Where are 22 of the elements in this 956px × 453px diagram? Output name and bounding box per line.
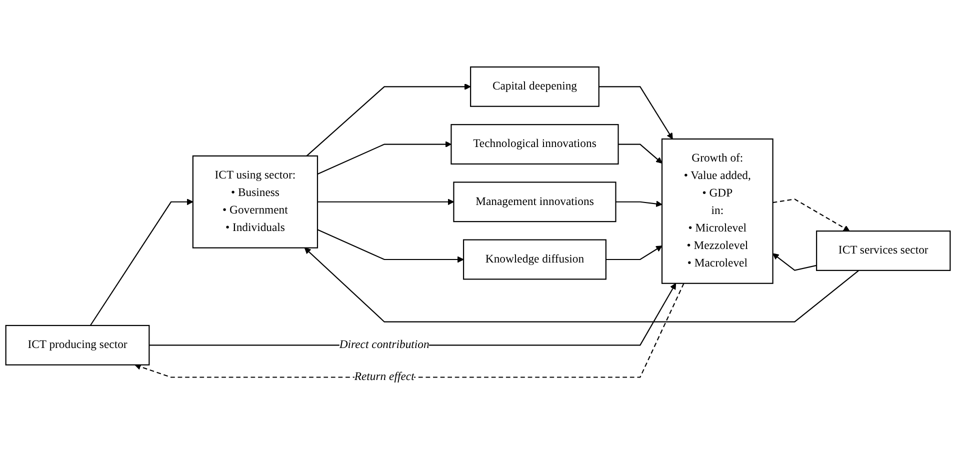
arrow [598, 86, 673, 140]
arrow [304, 248, 860, 322]
arrow [317, 141, 452, 175]
edge-label: Direct contribution [339, 338, 430, 352]
edge-label: Return effect [354, 370, 414, 384]
node-box: Knowledge diffusion [463, 239, 606, 280]
node-box: Management innovations [453, 182, 616, 222]
arrow [616, 200, 662, 207]
arrow [772, 198, 850, 232]
node-box: Capital deepening [470, 66, 600, 107]
node-box: Technological innovations [450, 124, 619, 165]
arrow [317, 198, 454, 206]
arrow [772, 253, 817, 271]
node-box: Growth of: • Value added, • GDP in: • Microlevel • Mezzolevel • Macrolevel [661, 138, 774, 284]
node-box: ICT using sector: • Business • Government • Individuals [192, 155, 318, 248]
node-box: ICT services sector [816, 230, 951, 271]
arrow [90, 198, 194, 326]
arrow [618, 144, 662, 164]
arrow [606, 246, 662, 260]
node-box: ICT producing sector [5, 324, 150, 366]
arrow [317, 229, 464, 263]
arrow [306, 83, 471, 156]
